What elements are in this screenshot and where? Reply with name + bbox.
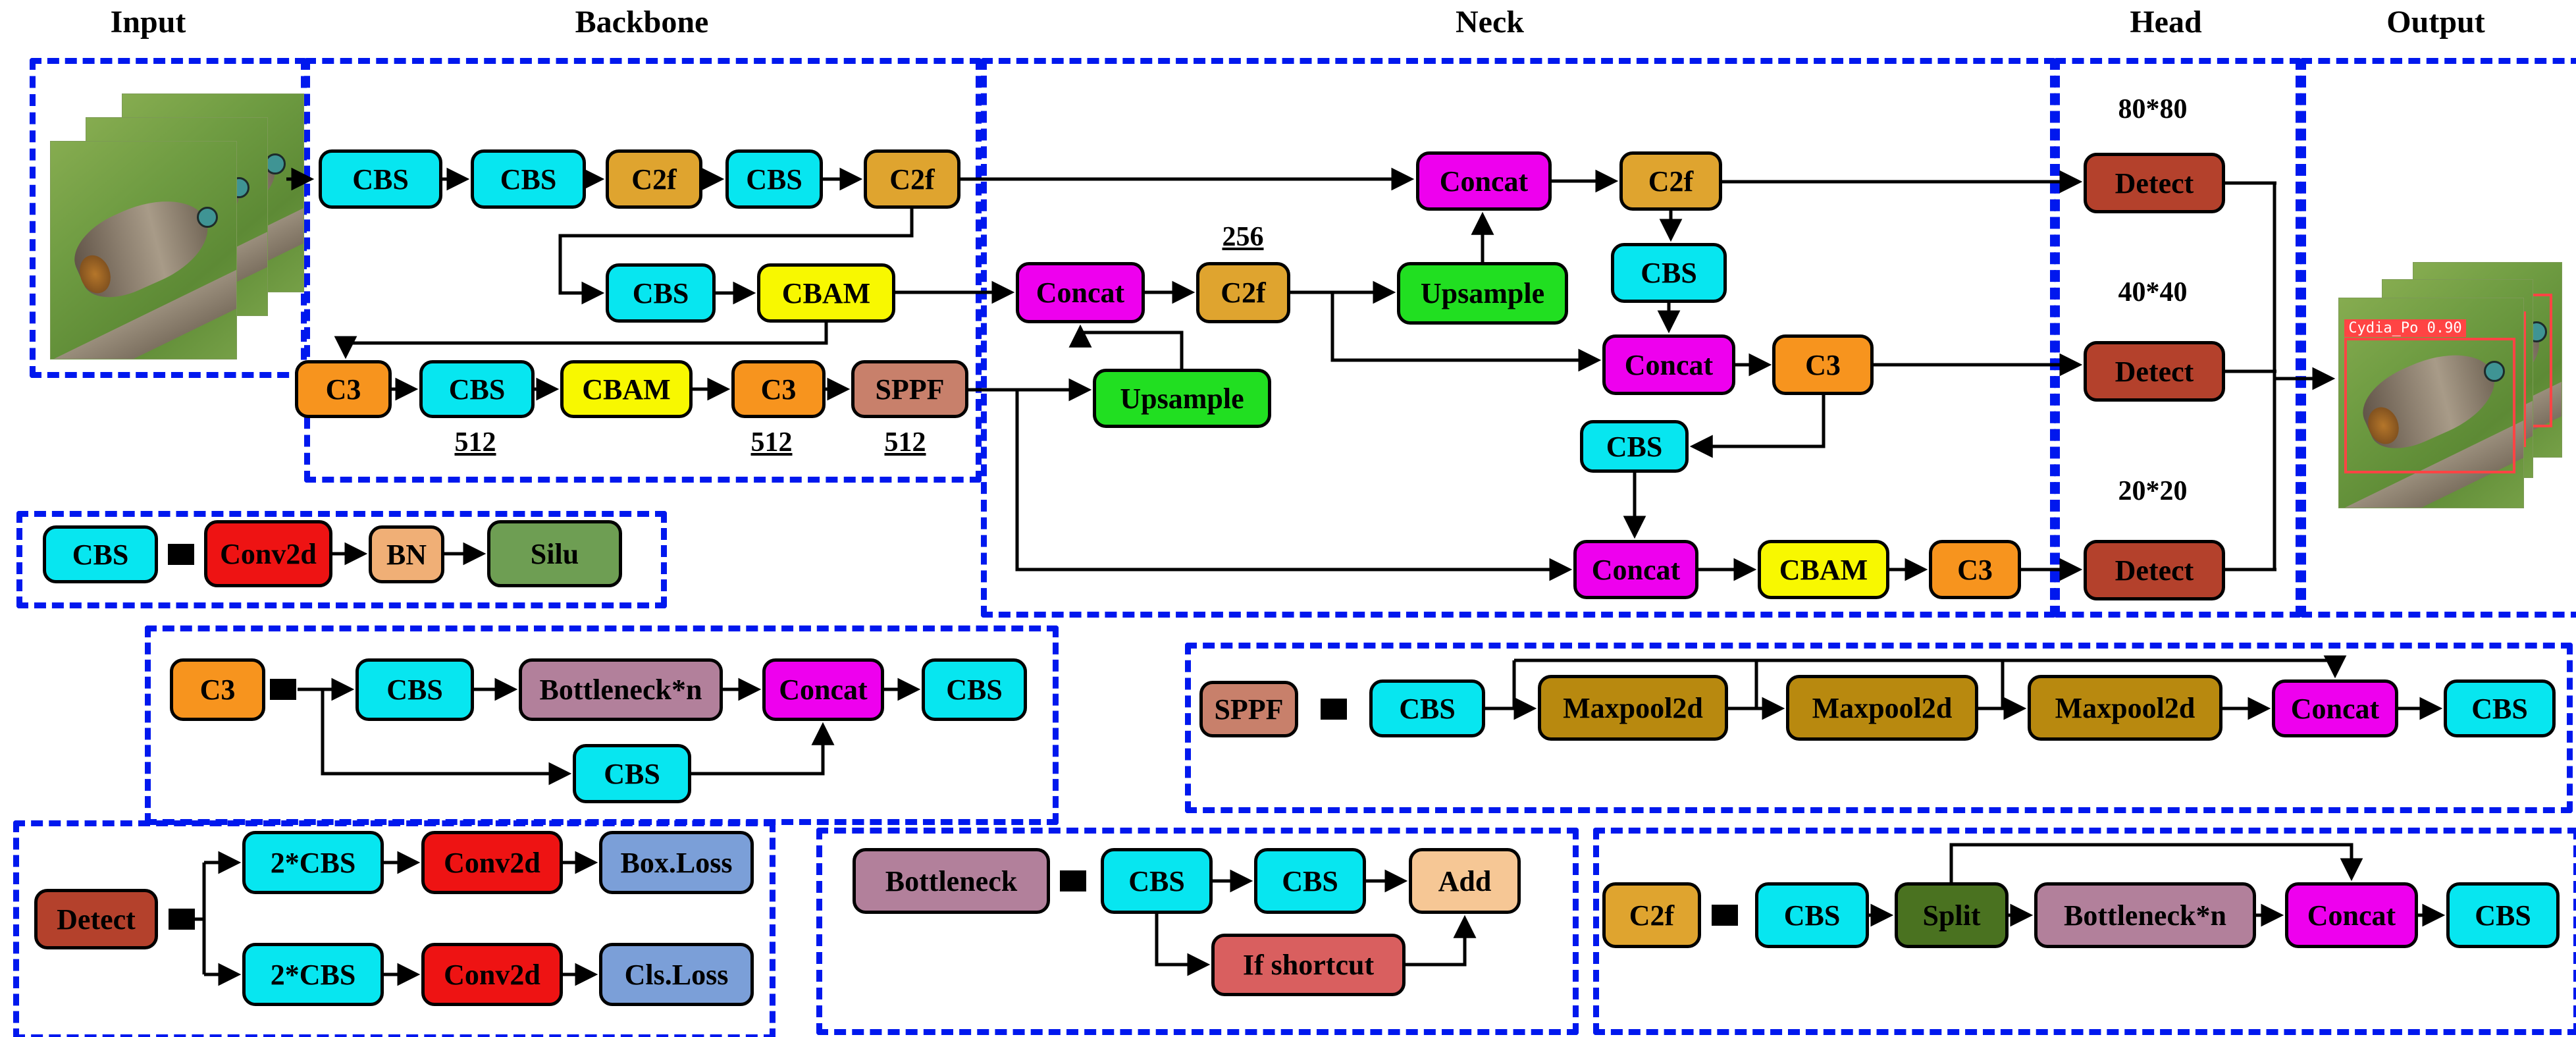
block-detect: Detect — [2084, 341, 2225, 402]
legend-bottleneck-box — [816, 828, 1579, 1035]
annotation-512: 512 — [454, 427, 496, 458]
block-cbs: CBS — [573, 744, 691, 803]
section-title-input: Input — [110, 5, 186, 40]
block-cbs: CBS — [1254, 848, 1366, 914]
block-c3: C3 — [1772, 334, 1874, 395]
annotation-40-40: 40*40 — [2118, 277, 2188, 307]
block-concat: Concat — [1602, 334, 1735, 395]
block-cbam: CBAM — [1758, 540, 1889, 599]
block-concat: Concat — [2285, 882, 2418, 948]
block-add: Add — [1409, 848, 1521, 914]
output-photo-front: Cydia_Po 0.90 — [2338, 298, 2524, 508]
equals-icon — [1712, 905, 1738, 926]
equals-icon — [1060, 870, 1086, 891]
block-cls-loss: Cls.Loss — [599, 943, 754, 1006]
block-cbs: CBS — [43, 525, 158, 583]
block-bottleneck-n: Bottleneck*n — [519, 658, 723, 721]
block-c3: C3 — [170, 658, 265, 721]
block-concat: Concat — [2272, 679, 2398, 737]
legend-cbs-box — [16, 511, 667, 608]
block-conv2d: Conv2d — [421, 943, 563, 1006]
block-cbam: CBAM — [757, 263, 895, 323]
block-cbs: CBS — [725, 149, 823, 209]
block-c2f: C2f — [1602, 882, 1701, 948]
block-c2f: C2f — [1619, 151, 1722, 211]
block-cbs: CBS — [319, 149, 442, 209]
block-bn: BN — [369, 525, 444, 583]
block-c2f: C2f — [606, 149, 702, 209]
legend-sppf-box — [1185, 643, 2573, 813]
block-concat: Concat — [1573, 540, 1698, 599]
block-silu: Silu — [487, 520, 622, 587]
moth-eye — [196, 207, 218, 228]
block-concat: Concat — [762, 658, 884, 721]
block-conv2d: Conv2d — [421, 831, 563, 894]
block-cbs: CBS — [1101, 848, 1213, 914]
block-maxpool2d: Maxpool2d — [1538, 675, 1728, 741]
block-detect: Detect — [34, 889, 158, 949]
head-section-box — [2054, 58, 2301, 618]
equals-icon — [169, 909, 195, 930]
block-bottleneck: Bottleneck — [853, 848, 1050, 914]
equals-icon — [168, 544, 194, 565]
block-cbs: CBS — [471, 149, 586, 209]
backbone-section-box — [304, 58, 982, 483]
section-title-head: Head — [2130, 5, 2202, 40]
moth-eye — [2484, 361, 2505, 383]
input-photo-front — [50, 141, 237, 359]
block-2-cbs: 2*CBS — [242, 831, 384, 894]
block-conv2d: Conv2d — [204, 520, 332, 587]
block-cbam: CBAM — [560, 360, 693, 418]
annotation-20-20: 20*20 — [2118, 476, 2188, 506]
block-sppf: SPPF — [1199, 681, 1298, 737]
block-cbs: CBS — [2446, 882, 2560, 948]
block-if-shortcut: If shortcut — [1211, 934, 1406, 996]
block-cbs: CBS — [1369, 679, 1485, 737]
block-cbs: CBS — [2444, 679, 2556, 737]
legend-c2f-box — [1593, 828, 2576, 1035]
block-cbs: CBS — [1611, 243, 1727, 303]
annotation-80-80: 80*80 — [2118, 94, 2188, 124]
block-box-loss: Box.Loss — [599, 831, 754, 894]
output-section-box — [2300, 58, 2576, 618]
section-title-backbone: Backbone — [575, 5, 709, 40]
block-c2f: C2f — [864, 149, 960, 209]
section-title-output: Output — [2386, 5, 2485, 40]
block-c3: C3 — [731, 360, 826, 418]
detection-bbox — [2344, 338, 2516, 473]
block-split: Split — [1895, 882, 2009, 948]
equals-icon — [1321, 699, 1347, 720]
block-maxpool2d: Maxpool2d — [1786, 675, 1978, 741]
legend-detect-box — [13, 820, 775, 1037]
annotation-512: 512 — [884, 427, 926, 458]
block-c2f: C2f — [1196, 262, 1290, 323]
block-cbs: CBS — [1580, 420, 1689, 473]
block-bottleneck-n: Bottleneck*n — [2034, 882, 2256, 948]
block-detect: Detect — [2084, 540, 2225, 600]
block-upsample: Upsample — [1397, 262, 1568, 325]
annotation-512: 512 — [750, 427, 793, 458]
bbox-label: Cydia_Po 0.90 — [2344, 319, 2466, 337]
block-cbs: CBS — [922, 658, 1027, 721]
annotation-256: 256 — [1222, 222, 1264, 252]
neck-section-box — [981, 58, 2056, 618]
equals-icon — [270, 679, 296, 700]
block-cbs: CBS — [355, 658, 474, 721]
block-cbs: CBS — [1755, 882, 1869, 948]
block-upsample: Upsample — [1093, 369, 1271, 428]
block-2-cbs: 2*CBS — [242, 943, 384, 1006]
block-cbs: CBS — [419, 360, 535, 418]
block-c3: C3 — [1929, 540, 2021, 599]
block-c3: C3 — [295, 360, 392, 418]
block-sppf: SPPF — [851, 360, 968, 418]
section-title-neck: Neck — [1456, 5, 1524, 40]
block-cbs: CBS — [606, 263, 716, 323]
block-maxpool2d: Maxpool2d — [2028, 675, 2222, 741]
block-detect: Detect — [2084, 153, 2225, 213]
block-concat: Concat — [1016, 262, 1145, 323]
block-concat: Concat — [1416, 151, 1552, 211]
